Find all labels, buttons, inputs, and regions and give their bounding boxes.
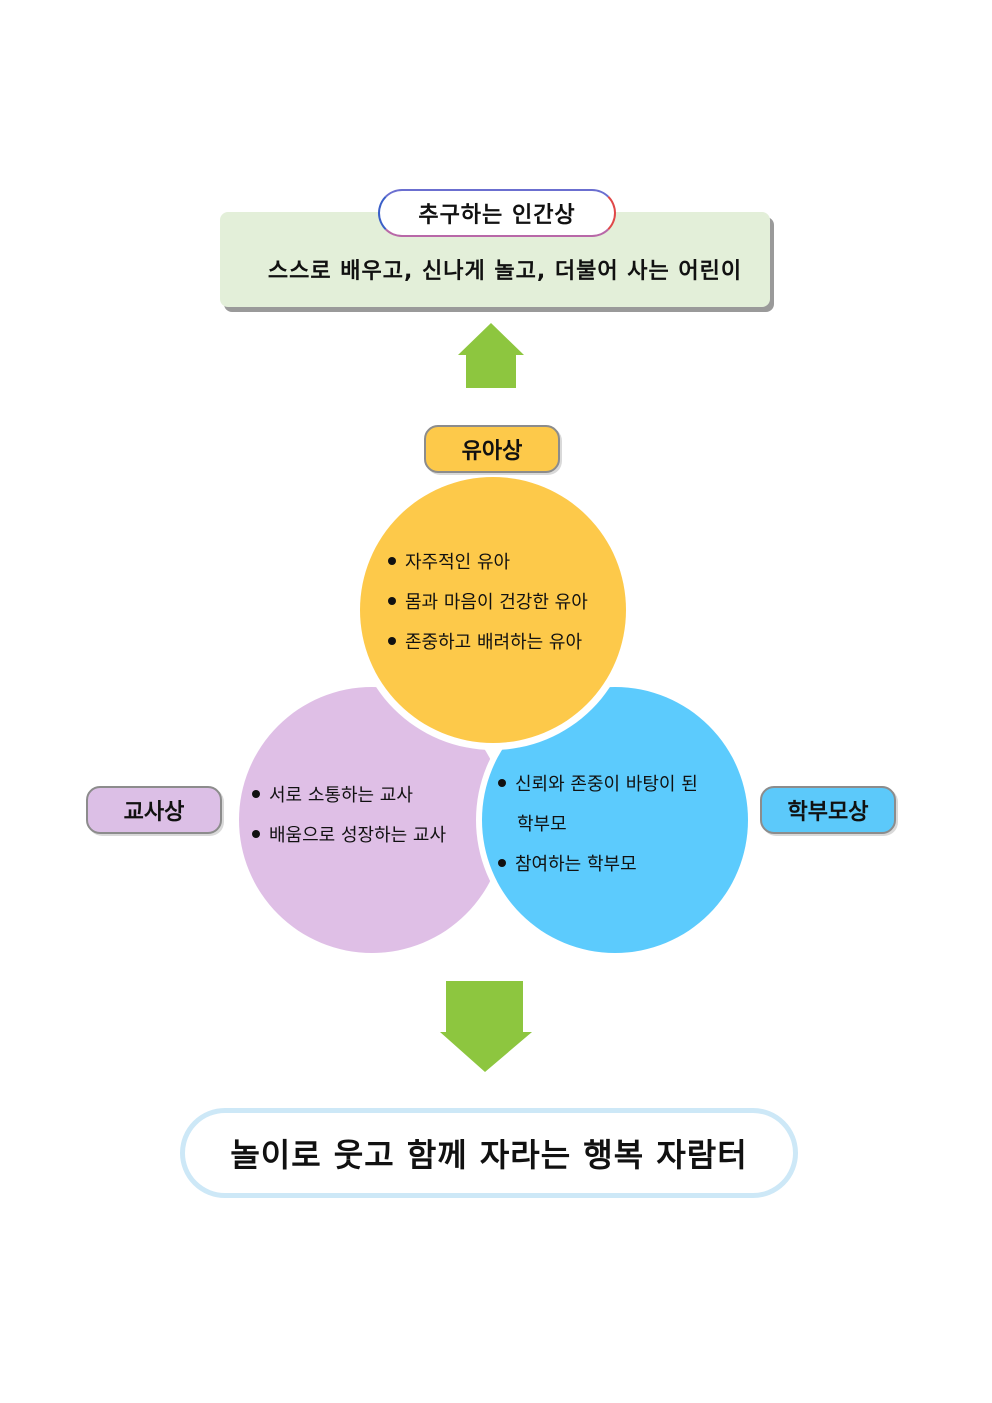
bullet-icon xyxy=(498,779,506,787)
list-item-continuation: 학부모 xyxy=(517,814,567,835)
down-arrow xyxy=(440,981,532,1072)
slogan-box: 놀이로 웃고 함께 자라는 행복 자람터 xyxy=(180,1108,798,1198)
list-item: 존중하고 배려하는 유아 xyxy=(388,623,588,663)
list-item: 배움으로 성장하는 교사 xyxy=(252,816,446,856)
list-item: 신뢰와 존중이 바탕이 된 xyxy=(498,765,698,805)
vision-title: 추구하는 인간상 xyxy=(378,189,616,237)
teacher-circle xyxy=(239,687,505,953)
bullet-icon xyxy=(498,859,506,867)
teacher-image-label: 교사상 xyxy=(86,786,222,834)
bullet-icon xyxy=(388,557,396,565)
bullet-icon xyxy=(388,597,396,605)
parent-circle xyxy=(482,687,748,953)
list-item: 자주적인 유아 xyxy=(388,543,588,583)
bullet-icon xyxy=(252,830,260,838)
child-image-label: 유아상 xyxy=(424,425,560,473)
up-arrow xyxy=(458,323,524,388)
list-item: 서로 소통하는 교사 xyxy=(252,776,446,816)
child-list: 자주적인 유아 몸과 마음이 건강한 유아 존중하고 배려하는 유아 xyxy=(388,543,588,663)
slogan-text: 놀이로 웃고 함께 자라는 행복 자람터 xyxy=(230,1136,748,1174)
teacher-list: 서로 소통하는 교사 배움으로 성장하는 교사 xyxy=(252,776,446,856)
parent-image-label: 학부모상 xyxy=(760,786,896,834)
bullet-icon xyxy=(252,790,260,798)
list-item: 참여하는 학부모 xyxy=(498,845,698,885)
list-item: 몸과 마음이 건강한 유아 xyxy=(388,583,588,623)
bullet-icon xyxy=(388,637,396,645)
child-circle xyxy=(360,477,626,743)
vision-text: 스스로 배우고, 신나게 놀고, 더불어 사는 어린이 xyxy=(267,259,743,284)
parent-list: 신뢰와 존중이 바탕이 된 학부모 참여하는 학부모 xyxy=(498,765,698,885)
